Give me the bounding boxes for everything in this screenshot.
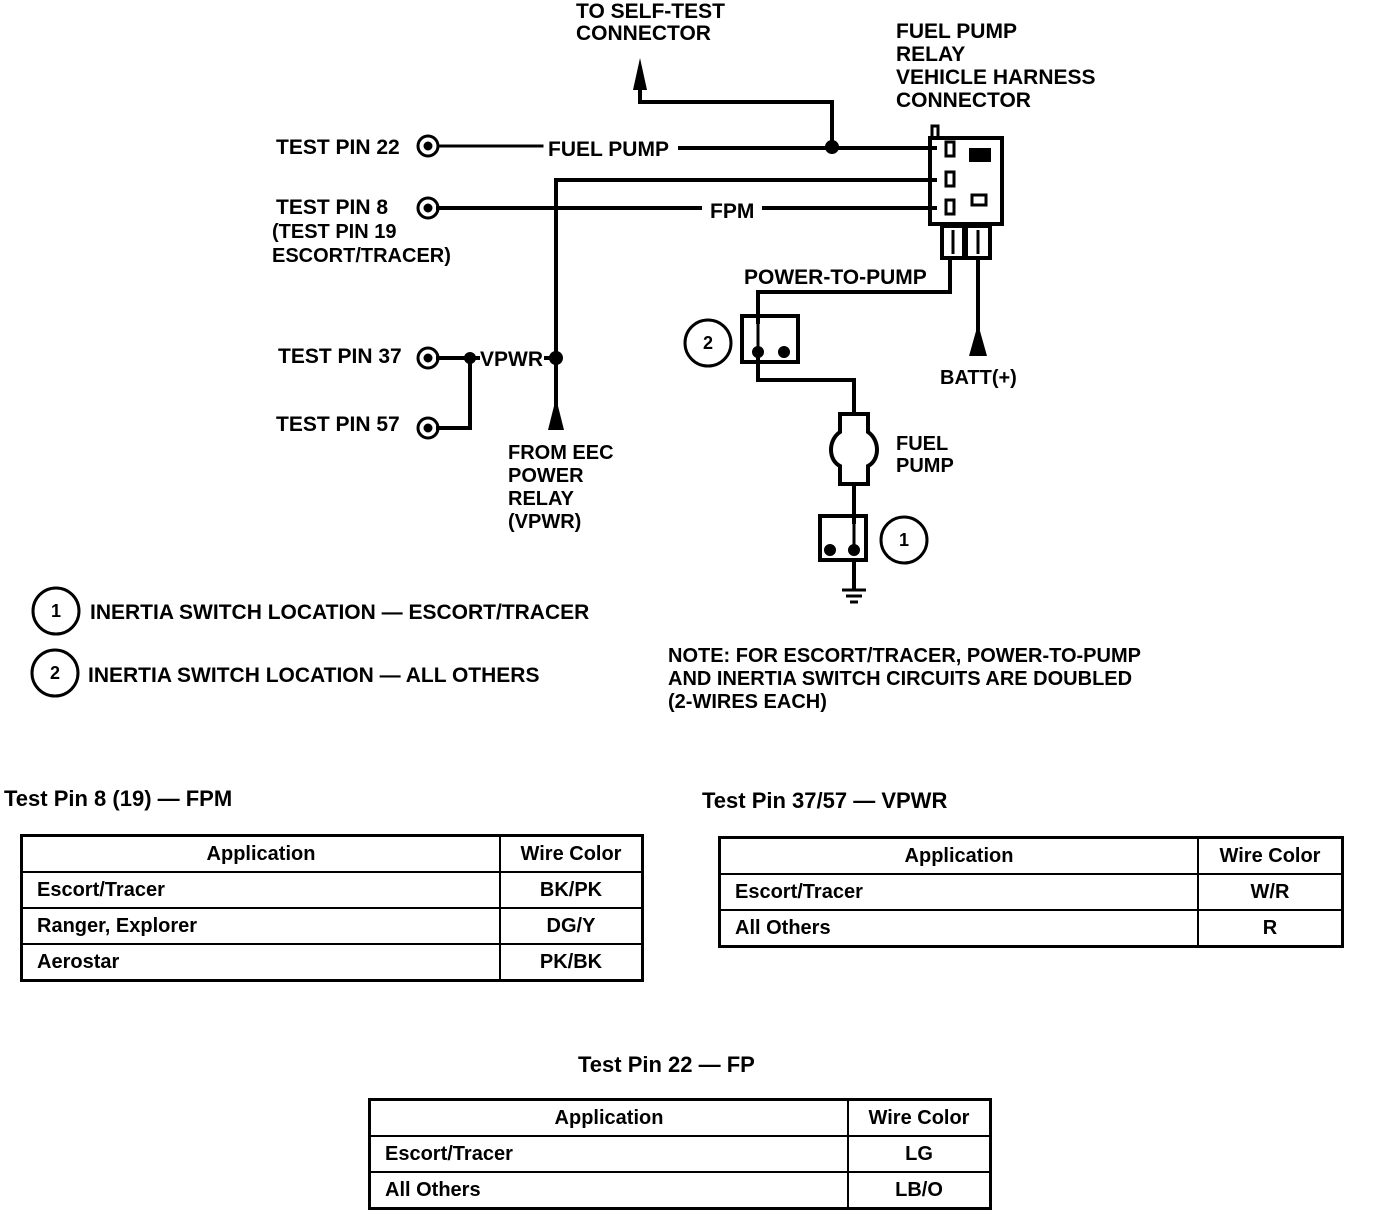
eec-relay-label: (VPWR) — [508, 511, 581, 533]
application-cell: Ranger, Explorer — [20, 907, 501, 945]
inertia-switch-2 — [740, 314, 800, 364]
self-test-wire — [638, 86, 834, 148]
power-to-pump-label: POWER-TO-PUMP — [744, 266, 927, 289]
test-pin-22-label: TEST PIN 22 — [276, 136, 400, 159]
self-test-label: CONNECTOR — [576, 22, 711, 45]
wire-color-cell: LG — [847, 1135, 992, 1173]
note-line: AND INERTIA SWITCH CIRCUITS ARE DOUBLED — [668, 668, 1132, 690]
vpwr-table-title: Test Pin 37/57 — VPWR — [702, 788, 948, 813]
wire-color-cell: R — [1197, 909, 1344, 948]
application-cell: Escort/Tracer — [20, 871, 501, 909]
table-row: Escort/Tracer BK/PK — [20, 871, 644, 909]
test-pin-19-label: (TEST PIN 19 — [272, 221, 396, 243]
note-line: (2-WIRES EACH) — [668, 691, 827, 713]
wire-color-cell: PK/BK — [499, 943, 644, 982]
legend-item-1: 1 INERTIA SWITCH LOCATION — ESCORT/TRACE… — [31, 586, 589, 636]
legend-text: INERTIA SWITCH LOCATION — ESCORT/TRACER — [90, 601, 589, 624]
test-pin-57-label: TEST PIN 57 — [276, 413, 400, 436]
wire-color-cell: LB/O — [847, 1171, 992, 1210]
fpm-wire-table: Application Wire Color Escort/Tracer BK/… — [20, 834, 644, 982]
vpwr-to-relay-wire — [554, 178, 937, 414]
fuel-pump-label: FUEL — [896, 433, 948, 455]
test-pin-19-label: ESCORT/TRACER) — [272, 245, 451, 267]
application-header: Application — [368, 1098, 849, 1137]
table-row: Aerostar PK/BK — [20, 943, 644, 982]
relay-connector-label: FUEL PUMP — [896, 20, 1017, 43]
test-pin-57-wire — [436, 356, 472, 430]
legend-text: INERTIA SWITCH LOCATION — ALL OTHERS — [88, 664, 539, 687]
splice-dots — [464, 140, 839, 365]
fp-table-title: Test Pin 22 — FP — [578, 1052, 755, 1077]
relay-connector-label: VEHICLE HARNESS — [896, 66, 1096, 89]
relay-connector — [928, 124, 1004, 260]
ground-icon — [842, 588, 866, 604]
table-header-row: Application Wire Color — [20, 834, 644, 873]
fpm-table-title: Test Pin 8 (19) — FPM — [4, 786, 233, 811]
reference-number: 1 — [899, 530, 909, 550]
table-row: Escort/Tracer LG — [368, 1135, 992, 1173]
power-to-pump-wire — [756, 256, 952, 324]
wire-color-header: Wire Color — [1197, 836, 1344, 875]
fuel-pump-wire-label: FUEL PUMP — [548, 138, 669, 161]
fuel-pump-motor — [829, 412, 879, 486]
legend-item-2: 2 INERTIA SWITCH LOCATION — ALL OTHERS — [30, 648, 539, 698]
legend-number: 1 — [51, 601, 61, 621]
wire-color-cell: DG/Y — [499, 907, 644, 945]
application-cell: Escort/Tracer — [718, 873, 1199, 911]
arrow-up-icon — [969, 324, 987, 356]
reference-circle-1: 1 — [879, 515, 929, 565]
relay-connector-label: RELAY — [896, 43, 965, 66]
legend-number: 2 — [50, 663, 60, 683]
eec-relay-label: FROM EEC — [508, 442, 614, 464]
reference-number: 2 — [703, 333, 713, 353]
fuel-pump-label: PUMP — [896, 455, 954, 477]
application-header: Application — [718, 836, 1199, 875]
fpm-wire-label: FPM — [710, 200, 754, 223]
table-header-row: Application Wire Color — [718, 836, 1344, 875]
switch-to-pump-wire — [756, 350, 856, 416]
application-header: Application — [20, 834, 501, 873]
table-row: All Others R — [718, 909, 1344, 948]
table-row: Ranger, Explorer DG/Y — [20, 907, 644, 945]
application-cell: All Others — [718, 909, 1199, 948]
table-row: All Others LB/O — [368, 1171, 992, 1210]
note-line: NOTE: FOR ESCORT/TRACER, POWER-TO-PUMP — [668, 645, 1141, 667]
wire-color-cell: BK/PK — [499, 871, 644, 909]
test-pin-8-label: TEST PIN 8 — [276, 196, 388, 219]
vpwr-wire-table: Application Wire Color Escort/Tracer W/R… — [718, 836, 1344, 948]
test-pin-37-label: TEST PIN 37 — [278, 345, 402, 368]
wire-color-cell: W/R — [1197, 873, 1344, 911]
arrow-up-icon — [633, 58, 647, 90]
wire-color-header: Wire Color — [499, 834, 644, 873]
vpwr-wire-label: VPWR — [480, 348, 543, 371]
wires — [436, 86, 980, 590]
eec-relay-label: RELAY — [508, 488, 575, 510]
wire-color-header: Wire Color — [847, 1098, 992, 1137]
self-test-label: TO SELF-TEST — [576, 0, 725, 23]
fp-wire-table: Application Wire Color Escort/Tracer LG … — [368, 1098, 992, 1210]
reference-circle-2: 2 — [683, 318, 733, 368]
batt-label: BATT(+) — [940, 367, 1017, 389]
test-pin-terminals — [416, 134, 440, 440]
application-cell: Aerostar — [20, 943, 501, 982]
application-cell: All Others — [368, 1171, 849, 1210]
arrow-up-icon — [548, 398, 564, 430]
relay-connector-label: CONNECTOR — [896, 89, 1031, 112]
inertia-switch-1 — [818, 514, 868, 562]
fuel-pump-wiring-diagram: 2 1 TO SELF-TEST CONNECTOR FUEL PUMP REL… — [30, 0, 1141, 713]
application-cell: Escort/Tracer — [368, 1135, 849, 1173]
table-header-row: Application Wire Color — [368, 1098, 992, 1137]
table-row: Escort/Tracer W/R — [718, 873, 1344, 911]
eec-relay-label: POWER — [508, 465, 584, 487]
